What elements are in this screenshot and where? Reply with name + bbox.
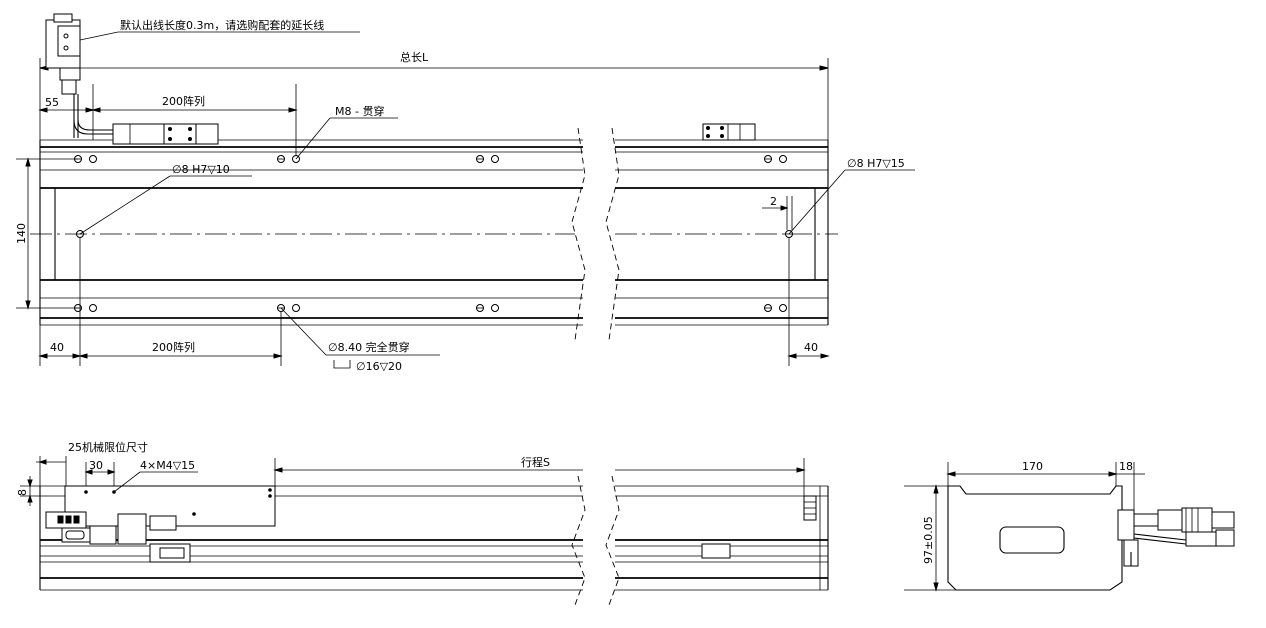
dim-30: 30 [89, 459, 103, 472]
connector-assembly [45, 13, 115, 138]
dim-18: 18 [1119, 460, 1133, 473]
dim-40-right: 40 [804, 341, 818, 354]
limit-label: 25机械限位尺寸 [68, 440, 148, 454]
counterbore-label: ∅16▽20 [356, 360, 402, 373]
end-cable-connector [1117, 507, 1235, 567]
dim-200-top: 200阵列 [162, 94, 205, 108]
hole-right-label: ∅8 H7▽15 [847, 157, 905, 170]
stroke-label: 行程S [521, 456, 550, 469]
dim-200-bottom: 200阵列 [152, 340, 195, 354]
slider-block-left [112, 123, 219, 145]
through-hole-label: ∅8.40 完全贯穿 [328, 340, 410, 354]
holes-top-row [74, 155, 787, 163]
tap-label: 4×M4▽15 [140, 459, 195, 472]
end-profile [947, 485, 1123, 591]
end-window [999, 526, 1065, 554]
slider-block-right [702, 123, 756, 141]
end-width-label: 170 [1022, 460, 1043, 473]
total-length-label: 总长L [400, 50, 429, 64]
top-view: 总长L [15, 13, 915, 373]
cable-note: 默认出线长度0.3m，请选购配套的延长线 [120, 18, 324, 32]
side-slider-right [701, 543, 731, 559]
holes-bottom-row [74, 304, 787, 312]
side-connector [45, 511, 117, 545]
m8-label: M8 - 贯穿 [335, 104, 384, 118]
dim-140: 140 [15, 223, 28, 244]
dim-2: 2 [770, 195, 777, 208]
hole-left-label: ∅8 H7▽10 [172, 163, 230, 176]
dim-8: 8 [16, 489, 29, 496]
end-view: 170 18 97±0.05 [904, 460, 1235, 592]
end-height-label: 97±0.05 [922, 516, 935, 564]
dim-40-left: 40 [50, 341, 64, 354]
dim-55: 55 [45, 96, 59, 109]
side-view: 25机械限位尺寸 30 4×M4▽15 行程S 8 [16, 440, 829, 606]
